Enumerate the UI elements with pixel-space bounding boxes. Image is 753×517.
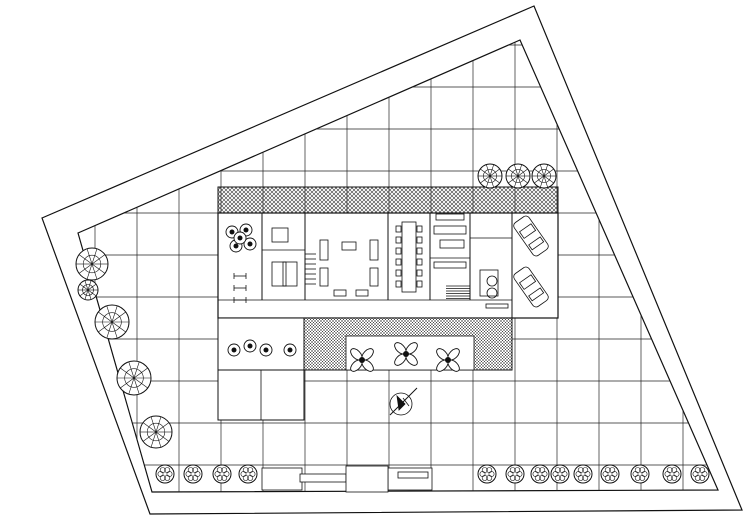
shrub-icon [477,464,497,484]
shrub-icon [505,464,525,484]
planter-icon [394,342,418,366]
entrance-gate [261,465,433,493]
furniture [233,213,509,309]
shrub-icon [239,223,253,237]
north-arrow-icon [389,387,418,416]
shrub-icon [573,464,593,484]
house-footprint [217,212,559,421]
shrub-icon [238,464,258,484]
shrub-row [155,464,710,484]
shrub-icon [283,343,297,357]
shrub-icon [233,231,247,245]
tree-icon [477,163,503,189]
roof-strip [217,186,559,214]
tree-icon [116,360,152,396]
tree-icon [77,279,99,301]
shrub-icon [630,464,650,484]
tree-icon [94,304,130,340]
shrub-icon [259,343,273,357]
planter-icon [436,348,460,372]
car-1 [513,215,549,257]
shrub-icon [600,464,620,484]
tree-icon [505,163,531,189]
terrace-planters [225,223,460,372]
garden-trees [75,247,173,449]
tree-icon [139,415,173,449]
car-2 [513,266,549,308]
shrub-icon [243,339,257,353]
shrub-icon [550,464,570,484]
shrub-icon [662,464,682,484]
shrub-icon [183,464,203,484]
planter-icon [350,348,374,372]
shrub-icon [530,464,550,484]
shrub-icon [227,343,241,357]
shrub-icon [243,237,257,251]
tree-icon [531,163,557,189]
inner-boundary-wall [77,39,719,493]
roof-trees [477,163,557,189]
shrub-icon [690,464,710,484]
shrub-icon [212,464,232,484]
outer-boundary-wall [41,5,743,515]
shrub-icon [155,464,175,484]
tree-icon [75,247,109,281]
